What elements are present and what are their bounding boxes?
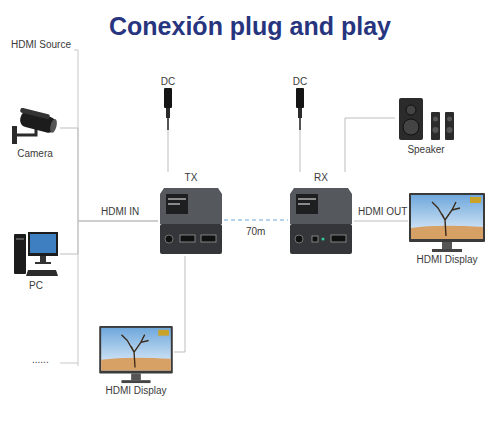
receiver-box-graphic: [290, 188, 352, 254]
cable-line: [345, 118, 395, 172]
transmitter-box: TX: [158, 172, 224, 256]
transmitter-box-graphic: [160, 188, 222, 254]
diagram-title: Conexión plug and play: [0, 12, 500, 41]
camera-device-icon: [10, 108, 60, 148]
camera-device: Camera: [10, 108, 60, 160]
node-label: DC: [161, 76, 175, 88]
cable-line: [300, 130, 301, 172]
source-heading: HDMI Source: [10, 39, 72, 51]
node-label: HDMI Display: [416, 254, 477, 266]
bracket-tick: [60, 363, 78, 364]
power-adapter-icon: [158, 88, 178, 130]
power-adapter-graphic: [296, 88, 304, 130]
display-device-icon: [98, 325, 174, 385]
node-label: RX: [314, 172, 328, 184]
bracket-line: [74, 50, 78, 366]
cable-line: [168, 130, 169, 172]
power-adapter: DC: [158, 76, 178, 130]
node-label: Camera: [17, 148, 53, 160]
speaker-device-icon: [395, 92, 457, 144]
pc-device: PC: [12, 228, 60, 292]
more-sources: ......: [31, 354, 50, 366]
display-device: HDMI Display: [408, 192, 486, 266]
display-device-graphic: [99, 326, 173, 383]
receiver-box-icon: [288, 184, 354, 256]
cable-label: HDMI OUT: [357, 206, 408, 218]
camera-device-graphic: [12, 108, 59, 144]
pc-device-graphic: [14, 232, 58, 276]
display-device: HDMI Display: [98, 325, 174, 397]
transmitter-box-icon: [158, 184, 224, 256]
power-adapter: DC: [290, 76, 310, 130]
cable-label: HDMI IN: [100, 206, 140, 218]
node-label: PC: [29, 280, 43, 292]
power-adapter-graphic: [164, 88, 172, 130]
power-adapter-icon: [290, 88, 310, 130]
node-label: HDMI Display: [105, 385, 166, 397]
receiver-box: RX: [288, 172, 354, 256]
cable-line: [354, 221, 408, 222]
speaker-device: Speaker: [395, 92, 457, 156]
node-label: Speaker: [407, 144, 444, 156]
speaker-device-graphic: [399, 98, 454, 140]
cable-line: [60, 128, 158, 221]
display-device-icon: [408, 192, 486, 254]
cable-label: 70m: [245, 226, 266, 238]
pc-device-icon: [12, 228, 60, 280]
cable-line: [60, 221, 158, 254]
cable-line: [174, 256, 185, 352]
node-label: TX: [185, 172, 198, 184]
node-label: DC: [293, 76, 307, 88]
display-device-graphic: [409, 193, 485, 252]
cable-line: [224, 219, 288, 221]
